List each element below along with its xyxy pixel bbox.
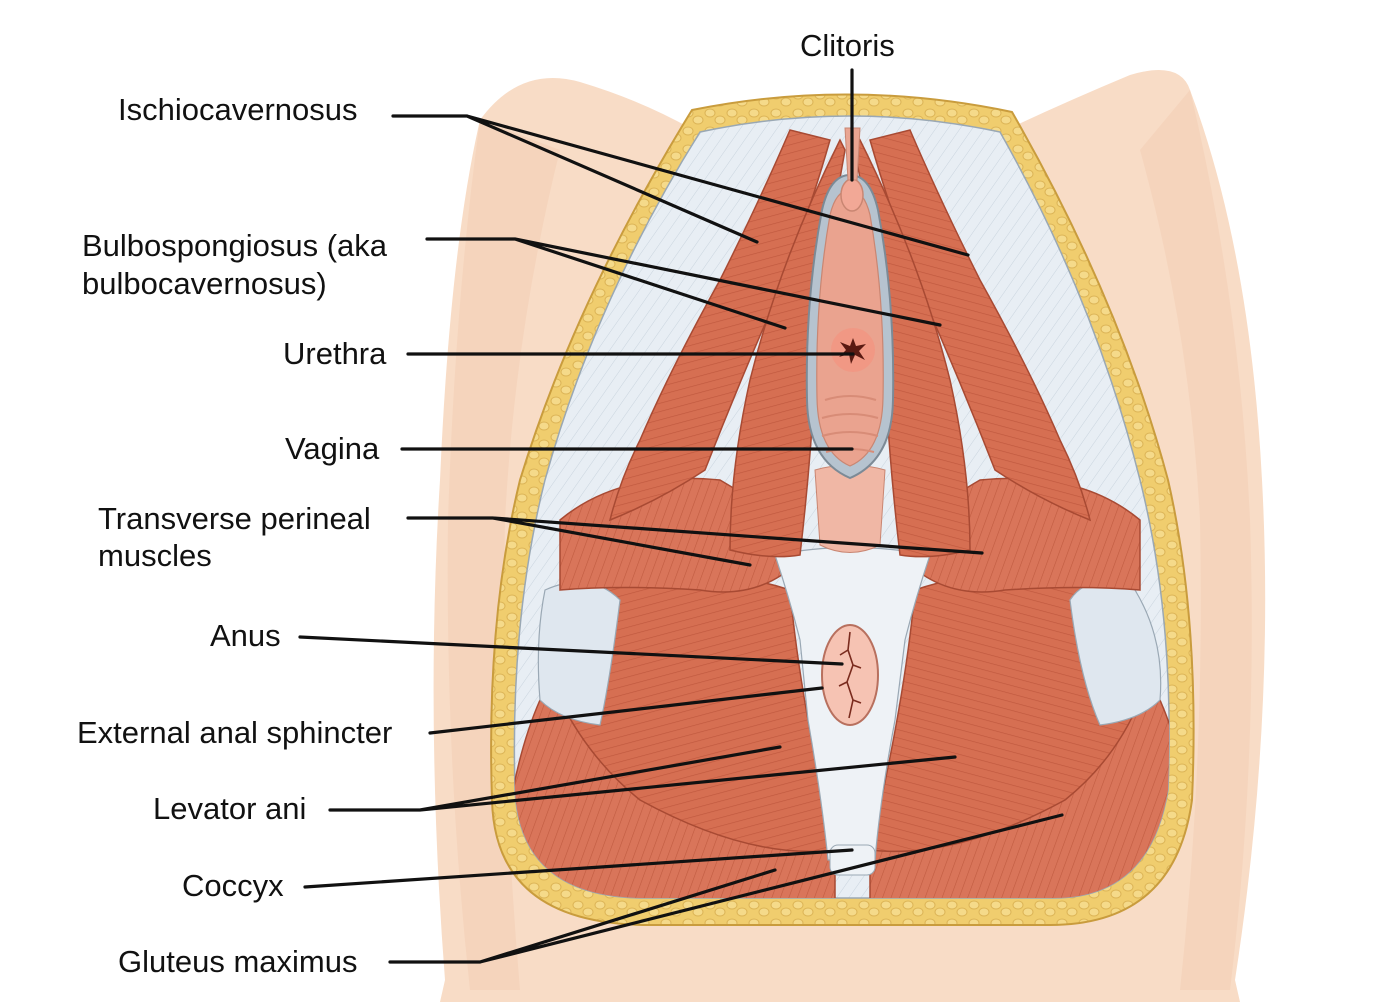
clitoris-glans [840,178,864,212]
label-clitoris: Clitoris [800,28,895,63]
leader-levator-ani [328,745,957,812]
leader-ischiocavernosus [391,114,970,257]
label-bulbospongiosus-line2: bulbocavernosus) [82,266,327,301]
label-ischiocavernosus: Ischiocavernosus [118,92,358,127]
leader-bulbospongiosus [425,237,942,330]
left-thigh-shading [447,120,560,990]
label-transverse-perineal-line1: Transverse perineal [98,501,371,536]
leader-anus [298,635,844,666]
label-coccyx: Coccyx [182,868,284,903]
label-levator-ani: Levator ani [153,791,307,826]
label-external-anal-sphincter: External anal sphincter [77,715,393,750]
leader-transverse-perineal [406,516,984,567]
leader-external-anal-sphincter [428,686,824,735]
coccyx [829,844,876,876]
label-gluteus-maximus: Gluteus maximus [118,944,358,979]
label-vagina: Vagina [285,431,380,466]
leader-coccyx [303,848,854,889]
label-anus: Anus [210,618,281,653]
label-bulbospongiosus-line1: Bulbospongiosus (aka [82,228,388,263]
label-transverse-perineal-line2: muscles [98,538,212,573]
right-thigh-shading [1140,90,1252,990]
leader-lines [298,68,1064,964]
label-urethra: Urethra [283,336,387,371]
anal-folds [838,631,862,719]
vestibule-mucosa [816,189,884,467]
obturator-fascia-right [1069,581,1162,726]
vaginal-rugae [821,395,879,453]
leader-gluteus-maximus [388,813,1064,964]
urethral-opening [839,338,866,364]
